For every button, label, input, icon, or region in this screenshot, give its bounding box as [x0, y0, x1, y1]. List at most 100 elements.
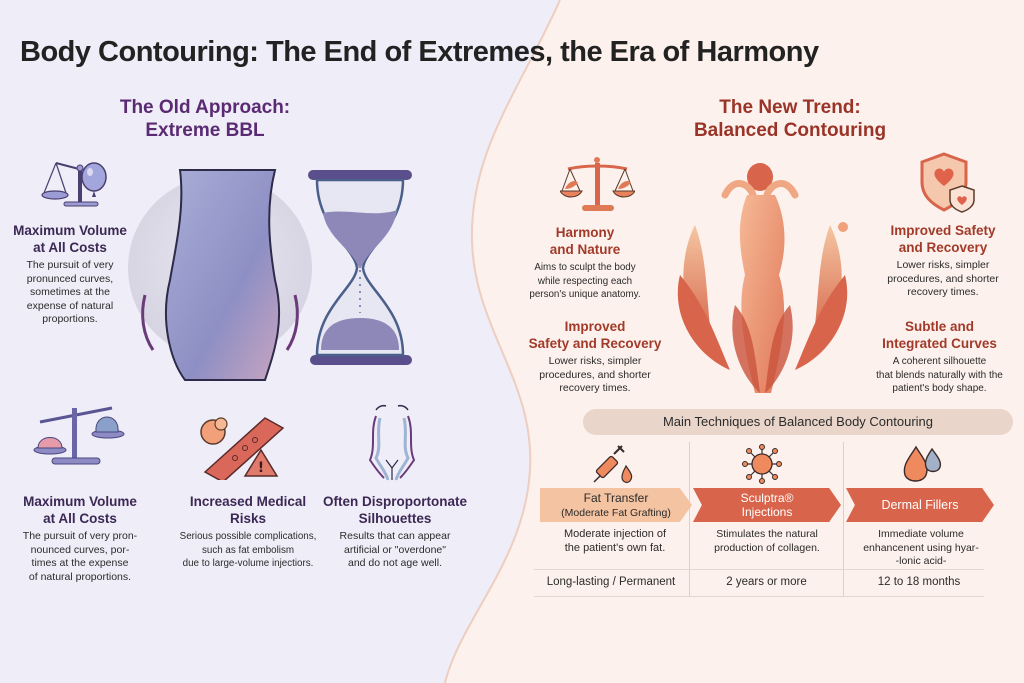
new-feature-harmony: Harmony and Nature Aims to sculpt the bo…	[510, 224, 660, 302]
silhouette-outline-icon	[368, 404, 416, 481]
desc-line: the patient's own fat.	[564, 541, 666, 554]
stylized-figure-illustration	[128, 169, 312, 381]
old-top-feature: Maximum Volume at All Costs The pursuit …	[0, 222, 140, 327]
syringe-drop-icon	[593, 445, 633, 483]
desc-line: Stimulates the natural	[716, 528, 818, 540]
feature-desc: Lower risks, simpler procedures, and sho…	[862, 259, 1024, 300]
old-feature-disproportionate: Often Disproportonate Silhouettes Result…	[310, 493, 480, 571]
new-feature-safety-right: Improved Safety and Recovery Lower risks…	[862, 222, 1024, 300]
feature-desc: A coherent silhouette that blends natura…	[855, 355, 1024, 396]
feature-title: Maximum Volume at All Costs	[0, 493, 160, 527]
title-line: and Nature	[549, 242, 621, 257]
feature-title: Subtle and Integrated Curves	[855, 318, 1024, 352]
desc-line: A coherent silhouette	[892, 356, 987, 367]
desc-line: that blends naturally with the	[876, 369, 1003, 381]
title-line: Safety and Recovery	[528, 336, 662, 351]
title-line: Risks	[229, 511, 267, 526]
leaf-figure-illustration	[677, 163, 848, 393]
technique-duration: 12 to 18 months	[877, 576, 961, 588]
desc-line: Aims to sculpt the body	[534, 262, 636, 273]
unbalanced-scale-icon	[33, 406, 125, 465]
row-divider	[534, 569, 984, 570]
title-line: at All Costs	[43, 511, 117, 526]
old-heading-line1: The Old Approach:	[119, 97, 291, 118]
desc-line: procedures, and shorter	[887, 272, 999, 285]
desc-line: expense of natural	[26, 299, 114, 312]
new-feature-subtle-curves: Subtle and Integrated Curves A coherent …	[855, 318, 1024, 396]
technique-desc: Immediate volume enhancenent using hyar-…	[846, 528, 996, 569]
ribbon-line: (Moderate Fat Grafting)	[561, 506, 671, 519]
desc-line: person's unique anatomy.	[529, 289, 641, 300]
droplets-icon	[903, 445, 942, 482]
techniques-heading: Main Techniques of Balanced Body Contour…	[583, 409, 1013, 435]
ribbon-line: Sculptra®	[740, 491, 794, 505]
page-title: Body Contouring: The End of Extremes, th…	[20, 36, 819, 68]
new-feature-safety-left: Improved Safety and Recovery Lower risks…	[520, 318, 670, 396]
column-divider	[689, 442, 690, 596]
desc-line: Moderate injection of	[563, 528, 667, 540]
technique-duration: Long-lasting / Permanent	[546, 576, 676, 588]
column-divider	[843, 442, 844, 596]
title-line: Improved Safety	[890, 223, 996, 238]
ribbon-line: Fat Transfer	[583, 490, 649, 505]
title-line: Subtle and	[904, 319, 974, 334]
leaf-scale-icon	[560, 157, 635, 211]
desc-line: while respecting each	[537, 275, 633, 287]
desc-line: proportions.	[42, 313, 98, 325]
desc-line: and do not age well.	[348, 557, 442, 569]
ribbon-label: Fat Transfer (Moderate Fat Grafting)	[561, 491, 671, 520]
technique-dermal-fillers: Dermal Fillers	[846, 488, 994, 522]
title-line: and Recovery	[898, 240, 988, 255]
old-feature-medical-risks: Increased Medical Risks Serious possible…	[158, 493, 338, 571]
title-line: Maximum Volume	[13, 223, 127, 238]
title-line: Silhouettes	[358, 511, 432, 526]
desc-line: Lower risks, simpler	[548, 355, 642, 367]
feature-title: Often Disproportonate Silhouettes	[310, 493, 480, 527]
hourglass-icon	[308, 170, 412, 365]
desc-line: -lonic acid-	[895, 555, 947, 567]
feature-title: Improved Safety and Recovery	[520, 318, 670, 352]
desc-line: Immediate volume	[878, 528, 964, 540]
desc-line: of natural proportions.	[28, 570, 132, 583]
ribbon-line: Dermal Fillers	[881, 498, 959, 512]
feature-desc: Serious possible complications, such as …	[158, 530, 338, 571]
shield-heart-icon	[920, 152, 975, 213]
title-line: Integrated Curves	[882, 336, 997, 351]
title-line: Improved	[564, 319, 626, 334]
old-heading-line2: Extreme BBL	[145, 120, 265, 141]
old-approach-heading: The Old Approach: Extreme BBL	[80, 96, 330, 142]
new-heading-line2: Balanced Contouring	[693, 120, 887, 141]
feature-desc: The pursuit of very pron- nounced curves…	[0, 530, 160, 584]
title-line: Often Disproportonate	[323, 494, 467, 509]
row-divider	[534, 596, 984, 597]
technique-fat-transfer: Fat Transfer (Moderate Fat Grafting)	[540, 488, 692, 522]
feature-desc: Results that can appear artificial or "o…	[310, 530, 480, 571]
title-line: Harmony	[555, 225, 615, 240]
title-line: Maximum Volume	[23, 494, 137, 509]
desc-line: procedures, and shorter	[539, 368, 651, 381]
desc-line: The pursuit of very pron-	[22, 530, 138, 542]
svg-text:!: !	[258, 460, 264, 476]
title-line: at All Costs	[33, 240, 107, 255]
new-heading-line1: The New Trend:	[719, 97, 861, 118]
technique-desc: Stimulates the natural production of col…	[692, 528, 842, 555]
blood-vessel-warning-icon: !	[200, 417, 285, 480]
desc-line: such as fat embolism	[201, 544, 295, 556]
feature-title: Maximum Volume at All Costs	[0, 222, 140, 256]
desc-line: recovery times.	[559, 382, 631, 394]
collagen-cell-icon	[742, 444, 782, 484]
old-feature-max-volume: Maximum Volume at All Costs The pursuit …	[0, 493, 160, 584]
ribbon-line: Injections	[741, 505, 793, 519]
feature-title: Increased Medical Risks	[158, 493, 338, 527]
technique-sculptra: Sculptra® Injections	[693, 488, 841, 522]
desc-line: sometimes at the	[30, 286, 110, 298]
desc-line: Serious possible complications,	[179, 531, 317, 542]
desc-line: Lower risks, simpler	[896, 259, 990, 271]
desc-line: artificial or "overdone"	[343, 543, 446, 556]
desc-line: pronunced curves,	[26, 272, 114, 285]
feature-desc: The pursuit of very pronunced curves, so…	[0, 259, 140, 327]
desc-line: due to large-volume injectiors.	[182, 558, 314, 569]
desc-line: enhancenent using hyar-	[863, 541, 979, 554]
scale-balloon-icon	[41, 162, 107, 207]
desc-line: recovery times.	[907, 286, 979, 298]
